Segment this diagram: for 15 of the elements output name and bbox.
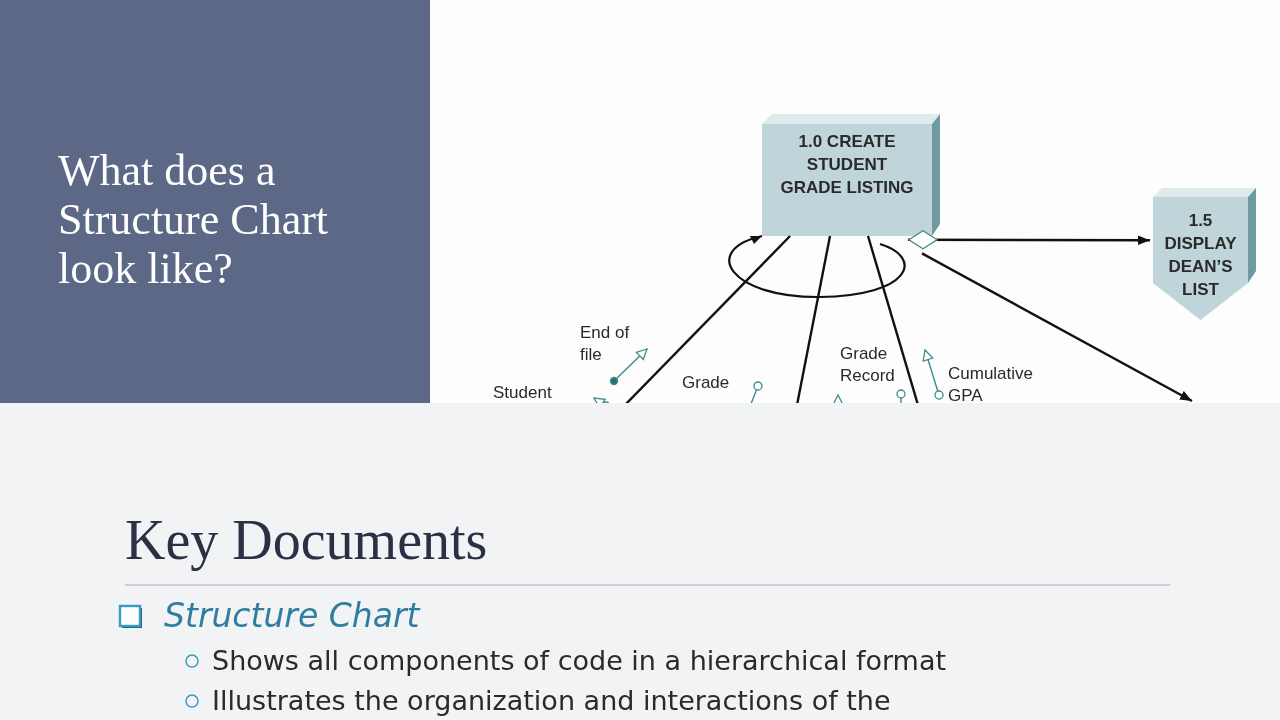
connector-arrow xyxy=(907,230,1150,250)
bullet-text: Illustrates the organization and interactions of the xyxy=(212,684,891,718)
node-label: 1.5 DISPLAY DEAN’S LIST xyxy=(1163,210,1238,301)
node-label: 1.0 CREATE STUDENT GRADE LISTING xyxy=(779,131,915,199)
data-couple-label: End of file xyxy=(580,322,631,366)
connector-arrow xyxy=(921,252,1193,403)
process-box xyxy=(760,112,940,236)
data-couple-label: Grade Record xyxy=(840,343,896,387)
data-couple-label: Student xyxy=(493,382,553,403)
slide-title: What does a Structure Chart look like? xyxy=(58,146,330,293)
data-couple-label: Grade xyxy=(682,372,731,394)
slide-heading: Key Documents xyxy=(125,508,488,572)
data-couple-label: Cumulative GPA xyxy=(948,363,1035,403)
bullet-text: Structure Chart xyxy=(164,595,420,637)
bullet-text: Shows all components of code in a hierarchical format xyxy=(212,644,947,678)
